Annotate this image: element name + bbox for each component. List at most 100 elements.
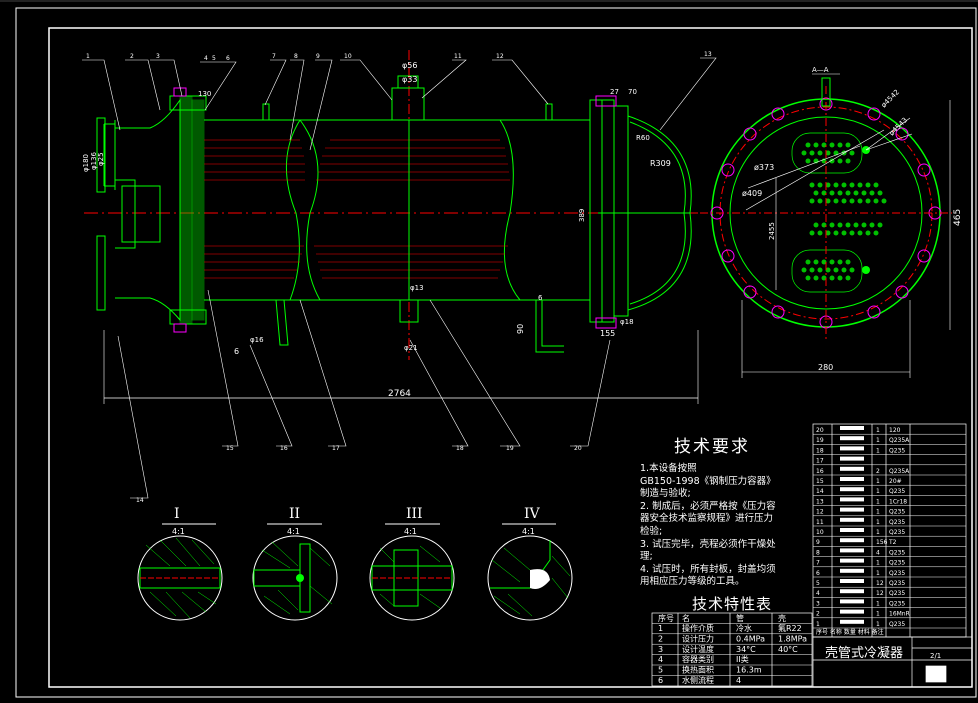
dim-155: 155 bbox=[600, 329, 615, 338]
bom-no-cell: 20 bbox=[816, 427, 824, 434]
spec-table-title: 技术特性表 bbox=[692, 595, 773, 613]
tech-req-item-4: 3. 试压完毕，壳程必须作干燥处理; bbox=[640, 538, 776, 563]
bom-qty-cell: 1 bbox=[876, 560, 880, 567]
bom-mat-cell: Q235 bbox=[889, 447, 905, 454]
spec-cell: II类 bbox=[736, 654, 749, 664]
bom-qty-cell: 1 bbox=[876, 488, 880, 495]
part-label-7: 7 bbox=[272, 53, 276, 60]
bom-name-cell bbox=[840, 528, 864, 532]
bom-row-lines bbox=[813, 433, 966, 629]
part-label-13: 13 bbox=[704, 51, 712, 58]
bom-no-cell: 5 bbox=[816, 580, 820, 587]
spec-cell: 16.3m bbox=[736, 666, 762, 675]
bom-qty-cell: 1 bbox=[876, 570, 880, 577]
end-dim-4542: ø4542 bbox=[880, 88, 901, 109]
spec-cell: 冷水 bbox=[736, 623, 752, 633]
bom-no-cell: 11 bbox=[816, 519, 824, 526]
bom-qty-cell: 156 bbox=[876, 539, 888, 546]
dim-5: 6 bbox=[538, 294, 543, 302]
bom-qty-cell: 1 bbox=[876, 447, 880, 454]
part-label-18: 18 bbox=[456, 445, 464, 452]
bom-qty-cell: 12 bbox=[876, 590, 884, 597]
bom-mat-cell: Q235 bbox=[889, 580, 905, 587]
spec-cell: 2 bbox=[658, 634, 663, 643]
dim-18: φ18 bbox=[620, 318, 634, 326]
bom-no-cell: 3 bbox=[816, 600, 820, 607]
spec-header-cell: 名 bbox=[682, 613, 690, 623]
sheet-number: 2/1 bbox=[930, 652, 941, 660]
detail-sections bbox=[137, 523, 573, 621]
bom-no-cell: 4 bbox=[816, 590, 820, 597]
section-roman-2: II bbox=[289, 506, 300, 522]
spec-cell: 设计压力 bbox=[682, 633, 714, 643]
bom-no-cell: 16 bbox=[816, 468, 824, 475]
bom-qty-cell: 1 bbox=[876, 621, 880, 628]
dim-6: 6 bbox=[234, 347, 239, 356]
part-label-20: 20 bbox=[574, 445, 582, 452]
spec-cell: 操作介质 bbox=[682, 623, 714, 633]
bom-mat-cell: Q235 bbox=[889, 590, 905, 597]
dim-13: φ13 bbox=[410, 284, 424, 292]
dim-180: φ180 bbox=[82, 154, 90, 172]
bom-qty-cell: 1 bbox=[876, 611, 880, 618]
drawing-title: 壳管式冷凝器 bbox=[825, 646, 904, 661]
bom-mat-cell: Q235 bbox=[889, 560, 905, 567]
bom-no-cell: 7 bbox=[816, 560, 820, 567]
bom-name-cell bbox=[840, 558, 864, 563]
spec-cell: 4 bbox=[658, 655, 663, 664]
bom-no-cell: 17 bbox=[816, 458, 824, 465]
section-scale-3: 4:1 bbox=[404, 527, 417, 536]
bom-qty-cell: 1 bbox=[876, 498, 880, 505]
bom-mat-cell: 20# bbox=[889, 478, 902, 485]
part-label-15: 15 bbox=[226, 445, 234, 452]
section-scale-4: 4:1 bbox=[522, 527, 535, 536]
dim-total-length: 2764 bbox=[388, 389, 411, 399]
spec-header-cell: 序号 bbox=[658, 613, 674, 623]
part-label-16: 16 bbox=[280, 445, 288, 452]
end-dim-373: ø373 bbox=[754, 163, 774, 172]
part-label-1: 1 bbox=[86, 53, 90, 60]
spec-header-cell: 壳 bbox=[778, 613, 786, 623]
bom-no-cell: 8 bbox=[816, 549, 820, 556]
outer-frame bbox=[15, 7, 977, 698]
section-scale-2: 4:1 bbox=[287, 527, 300, 536]
bom-mat-cell: Q235A bbox=[889, 437, 910, 444]
bom-mat-cell: 120 bbox=[889, 427, 901, 434]
bom-no-cell: 6 bbox=[816, 570, 820, 577]
bom-name-cell bbox=[840, 446, 864, 451]
spec-header-cell: 管 bbox=[736, 613, 744, 623]
bom-name-cell bbox=[840, 426, 864, 430]
bom-name-cell bbox=[840, 609, 864, 614]
tech-req-item-1: 1.本设备按照 bbox=[640, 463, 697, 474]
bom-mat-cell: Q235 bbox=[889, 570, 905, 577]
tech-req-item-5: 4. 试压时，所有封板，封盖均须用相应压力等级的工具。 bbox=[640, 563, 776, 588]
section-scale-1: 4:1 bbox=[172, 527, 185, 536]
spec-cell: 设计温度 bbox=[682, 644, 714, 654]
end-dim-280: 280 bbox=[818, 363, 833, 372]
bom-qty-cell: 1 bbox=[876, 529, 880, 536]
bom-qty-cell: 2 bbox=[876, 468, 880, 475]
bom-name-cell bbox=[840, 619, 864, 624]
bom-no-cell: 18 bbox=[816, 447, 824, 454]
dim-25: φ25 bbox=[97, 152, 105, 166]
bom-name-cell bbox=[840, 568, 864, 573]
end-dim-2455: 2455 bbox=[768, 222, 776, 240]
dim-21: φ21 bbox=[404, 344, 418, 352]
bom-mat-cell: Q235 bbox=[889, 519, 905, 526]
dim-r60: R60 bbox=[636, 134, 650, 142]
part-label-11: 11 bbox=[454, 53, 462, 60]
bom-no-cell: 14 bbox=[816, 488, 824, 495]
part-label-6: 6 bbox=[226, 55, 230, 62]
bom-no-cell: 19 bbox=[816, 437, 824, 444]
bom-no-cell: 12 bbox=[816, 509, 824, 516]
window-strip bbox=[0, 0, 978, 2]
bom-mat-cell: Q235 bbox=[889, 529, 905, 536]
bom-mat-cell: Q235 bbox=[889, 621, 905, 628]
part-label-14: 14 bbox=[136, 497, 144, 504]
spec-cell: 氟R22 bbox=[778, 623, 802, 633]
bom-mat-cell: 16MnR bbox=[889, 611, 910, 618]
spec-cell: 容器类别 bbox=[682, 654, 714, 664]
